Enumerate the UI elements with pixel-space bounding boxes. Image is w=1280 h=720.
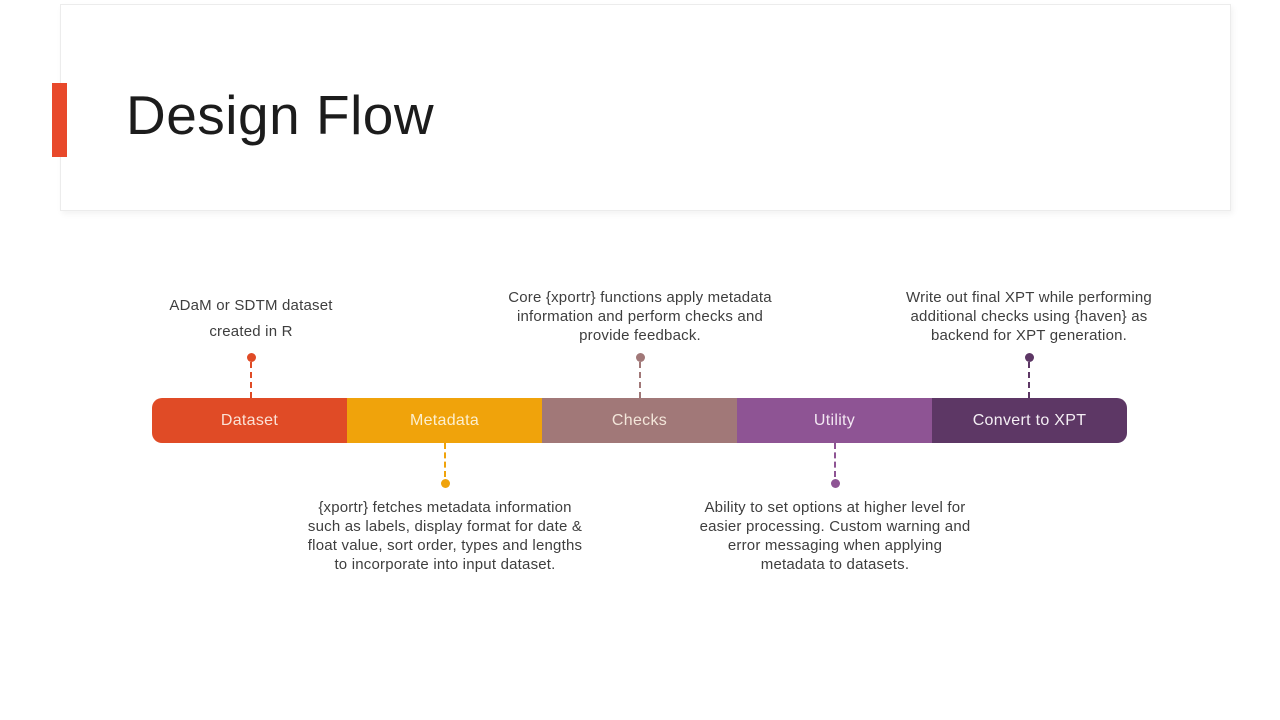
- flow-segment-label: Checks: [611, 411, 668, 429]
- flow-segment-checks: Checks: [542, 398, 737, 443]
- flow-segment-metadata: Metadata: [347, 398, 542, 443]
- callout-checks-text: Core {xportr} functions apply metadata i…: [508, 289, 772, 344]
- connector-line: [639, 362, 641, 398]
- connector-dot: [1024, 353, 1034, 362]
- flow-segment-utility: Utility: [737, 398, 932, 443]
- callout-convert: Write out final XPT while performing add…: [829, 288, 1229, 398]
- flow-band: Dataset Metadata Checks Utility Convert …: [152, 398, 1127, 443]
- title-accent-bar: [52, 83, 67, 157]
- flow-segment-dataset: Dataset: [152, 398, 347, 443]
- flow-segment-label: Metadata: [409, 411, 480, 429]
- slide-title: Design Flow: [126, 84, 435, 146]
- title-header-card: [60, 4, 1231, 211]
- connector-line: [1028, 362, 1030, 398]
- callout-dataset-text: ADaM or SDTM dataset created in R: [169, 297, 333, 340]
- flow-segment-label: Dataset: [220, 411, 279, 429]
- connector-line: [444, 443, 446, 477]
- callout-utility: Ability to set options at higher level f…: [635, 443, 1035, 574]
- callout-dataset: ADaM or SDTM dataset created in R: [51, 293, 451, 398]
- flow-segment-label: Convert to XPT: [972, 411, 1087, 429]
- flow-segment-label: Utility: [813, 411, 856, 429]
- callout-metadata: {xportr} fetches metadata information su…: [245, 443, 645, 574]
- connector-line: [834, 443, 836, 477]
- callout-metadata-text: {xportr} fetches metadata information su…: [307, 499, 583, 573]
- connector-dot: [440, 479, 450, 488]
- connector-dot: [246, 353, 256, 362]
- connector-dot: [830, 479, 840, 488]
- flow-segment-convert-to-xpt: Convert to XPT: [932, 398, 1127, 443]
- connector-dot: [635, 353, 645, 362]
- callout-utility-text: Ability to set options at higher level f…: [699, 499, 971, 573]
- callout-checks: Core {xportr} functions apply metadata i…: [440, 288, 840, 398]
- connector-line: [250, 362, 252, 398]
- callout-convert-text: Write out final XPT while performing add…: [906, 289, 1152, 344]
